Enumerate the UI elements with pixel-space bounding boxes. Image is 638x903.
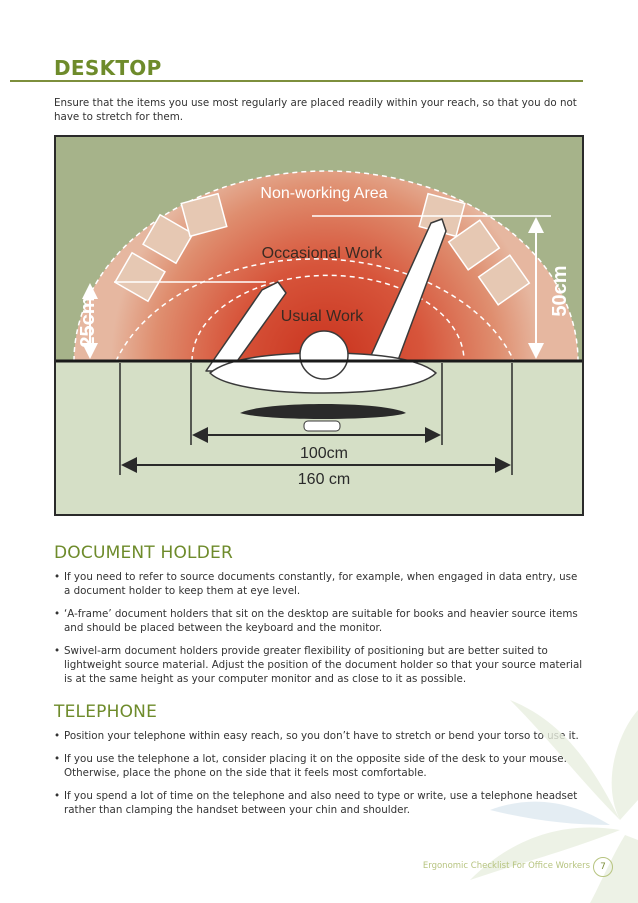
depth-label-50cm: 50cm <box>549 265 571 316</box>
title-divider <box>10 80 583 82</box>
desktop-reach-diagram: 25cm 50cm Non-working Area Occasional Wo… <box>54 135 584 516</box>
chair-base <box>303 420 341 432</box>
width-label-160cm: 160 cm <box>298 471 350 488</box>
page-title: DESKTOP <box>54 56 162 80</box>
zone-label-non-working: Non-working Area <box>260 185 387 202</box>
width-label-100cm: 100cm <box>300 445 348 462</box>
document-card-right-3 <box>477 254 531 306</box>
chair-seat <box>240 404 406 419</box>
leaf-decoration <box>470 700 638 903</box>
intro-paragraph: Ensure that the items you use most regul… <box>54 97 577 123</box>
list-item: If you spend a lot of time on the teleph… <box>54 789 586 817</box>
document-card-right-2 <box>447 219 501 271</box>
diagram-frame <box>54 135 584 516</box>
zone-label-usual: Usual Work <box>281 308 364 325</box>
telephone-heading: TELEPHONE <box>54 702 158 722</box>
footer-title: Ergonomic Checklist For Office Workers <box>422 861 590 871</box>
list-item: If you use the telephone a lot, consider… <box>54 752 586 780</box>
document-card-left-2 <box>142 213 194 265</box>
page-number: 7 <box>593 857 613 877</box>
document-cards <box>114 192 531 306</box>
inner-arc <box>191 274 465 362</box>
list-item: If you need to refer to source documents… <box>54 570 586 598</box>
person-figure <box>205 218 447 394</box>
list-item: Position your telephone within easy reac… <box>54 729 586 743</box>
middle-arc <box>115 258 515 362</box>
list-item: ‘A-frame’ document holders that sit on t… <box>54 607 586 635</box>
list-item: Swivel-arm document holders provide grea… <box>54 644 586 686</box>
depth-label-25cm: 25cm <box>77 296 99 347</box>
document-card-left-3 <box>180 192 228 238</box>
telephone-list: Position your telephone within easy reac… <box>54 729 586 826</box>
document-card-left-1 <box>114 251 166 303</box>
document-holder-heading: DOCUMENT HOLDER <box>54 543 233 563</box>
zone-label-occasional: Occasional Work <box>262 245 384 262</box>
document-holder-list: If you need to refer to source documents… <box>54 570 586 695</box>
